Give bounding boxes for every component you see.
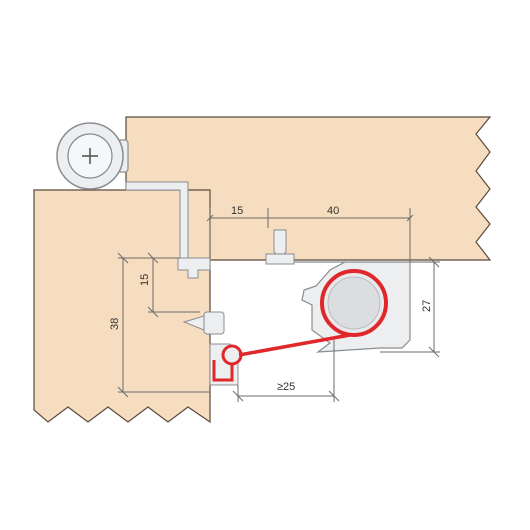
dim-top-width: 40	[327, 205, 339, 217]
frame-panel	[33, 189, 211, 424]
dim-side-total: 38	[109, 318, 121, 330]
dim-top-gap: 15	[231, 205, 243, 217]
dim-bottom-width: ≥25	[277, 381, 295, 393]
bottom-bracket	[209, 343, 243, 386]
frame-dowel	[182, 311, 225, 335]
dim-side-small: 15	[139, 274, 151, 286]
dimension-right	[380, 256, 440, 358]
frame-clip	[177, 257, 211, 279]
dimension-left	[117, 252, 210, 398]
seal-strip	[238, 333, 351, 357]
door-panel	[125, 116, 492, 261]
dim-right-height: 27	[421, 300, 433, 312]
door-dowel	[265, 229, 295, 265]
dimension-bottom	[232, 340, 340, 402]
dimension-top	[206, 208, 414, 262]
screw-head-icon	[56, 122, 129, 190]
